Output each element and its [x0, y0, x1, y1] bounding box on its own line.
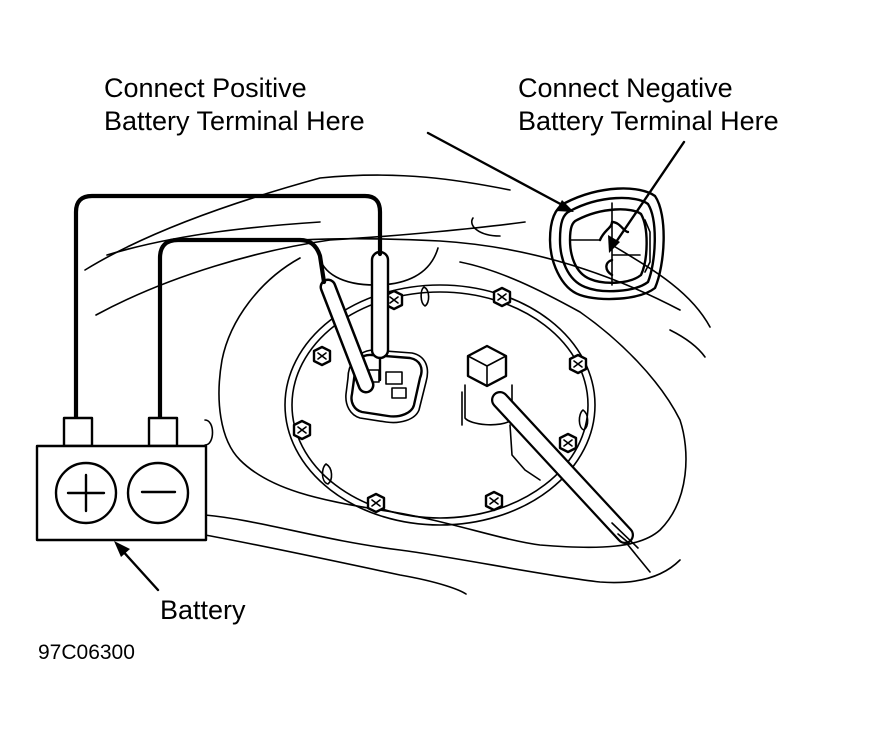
harness-connector [548, 187, 665, 301]
vehicle-body-outline [84, 174, 711, 595]
figure-id: 97C06300 [38, 641, 135, 664]
fuel-hose [491, 391, 651, 573]
bolt [292, 419, 312, 441]
positive-terminal-symbol [54, 461, 118, 525]
bolt [568, 353, 588, 375]
positive-wire [73, 193, 383, 423]
bolt [312, 345, 332, 367]
bolt [558, 432, 578, 454]
fuel-outlet-fitting [461, 344, 541, 481]
bolt [484, 490, 504, 512]
negative-terminal-symbol [126, 461, 190, 525]
negative-terminal-callout: Connect Negative Battery Terminal Here [518, 72, 779, 138]
positive-test-probe [370, 250, 390, 382]
callout-line: Connect Negative [518, 73, 733, 103]
callout-line: Battery Terminal Here [518, 106, 779, 136]
positive-terminal-callout: Connect Positive Battery Terminal Here [104, 72, 365, 138]
bolt [492, 286, 512, 308]
negative-test-probe [319, 278, 375, 394]
pump-flange [284, 247, 596, 526]
bolt [366, 492, 386, 514]
callout-line: Connect Positive [104, 73, 307, 103]
callout-arrows [114, 131, 686, 592]
battery [35, 416, 208, 542]
callout-line: Battery Terminal Here [104, 106, 365, 136]
battery-callout: Battery [160, 595, 246, 625]
negative-wire [157, 237, 327, 423]
flange-bolts [292, 286, 588, 514]
test-wires [73, 193, 383, 423]
